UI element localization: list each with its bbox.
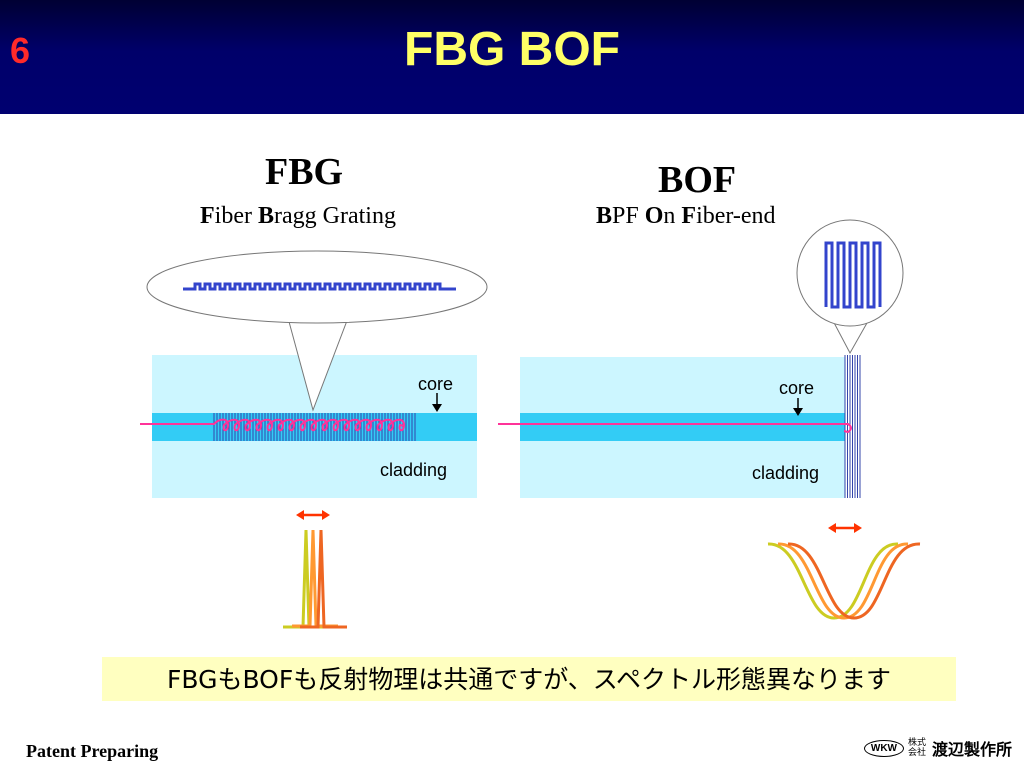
fbg-core-label: core (418, 374, 453, 394)
bof-spectrum-curve-2 (777, 542, 909, 620)
slide-title: FBG BOF (404, 23, 620, 76)
bof-cladding-label: cladding (752, 463, 819, 483)
summary-banner: FBGもBOFも反射物理は共通ですが、スペクトル形態異なります (102, 657, 956, 701)
logo-company-name: 渡辺製作所 (931, 740, 1012, 759)
footer-note: Patent Preparing (26, 741, 159, 761)
bof-core (520, 413, 845, 441)
title-bar: 6 FBG BOF (0, 0, 1024, 114)
fbg-grating (213, 413, 416, 441)
logo-company-type: 株式会社 (907, 738, 926, 758)
fbg-callout-joint (288, 316, 349, 322)
fbg-subtitle-rest-1: iber (214, 203, 258, 229)
fbg-spectrum-peak-3 (300, 529, 347, 629)
fbg-spectrum-peak-2 (292, 529, 338, 628)
bof-subtitle-initial-2: O (644, 203, 664, 229)
fbg-shift-arrow (296, 510, 330, 520)
fbg-core-arrow-head (432, 404, 442, 412)
fbg-subtitle-rest-2: ragg Grating (274, 203, 396, 229)
bof-subtitle-initial-1: B (596, 203, 613, 229)
bof-title: BOF (658, 159, 737, 201)
bof-core-arrow-head (793, 408, 803, 416)
bof-light-path (498, 423, 852, 434)
bof-subtitle-initial-3: F (681, 203, 697, 229)
bof-subtitle-rest-2: n (663, 203, 682, 229)
fbg-grating-pattern (183, 282, 456, 291)
bof-spectrum-curve-1 (767, 542, 899, 620)
bof-subtitle-rest-3: iber-end (696, 203, 776, 229)
bof-subtitle-rest-1: PF (612, 203, 645, 229)
fbg-subtitle-initial-1: F (200, 203, 215, 229)
fbg-subtitle-initial-2: B (257, 203, 274, 229)
fbg-subtitle: Fiber Bragg Grating (200, 203, 396, 230)
logo-badge: WKW (863, 739, 904, 757)
bof-spectrum-curve-3 (787, 542, 921, 620)
bof-end-filter (844, 355, 861, 498)
bof-shift-arrow (828, 523, 862, 533)
company-logo: WKW 株式会社 渡辺製作所 (863, 736, 1012, 760)
fbg-core (152, 413, 477, 441)
bof-core-label: core (779, 378, 814, 398)
bof-filter-pattern (824, 241, 882, 309)
slide-number: 6 (10, 30, 31, 71)
fbg-callout-bubble (146, 250, 488, 324)
fbg-title: FBG (265, 151, 344, 193)
bof-subtitle: BPF On Fiber-end (596, 203, 776, 230)
fbg-cladding-label: cladding (380, 460, 447, 480)
fbg-light-path (140, 418, 406, 432)
